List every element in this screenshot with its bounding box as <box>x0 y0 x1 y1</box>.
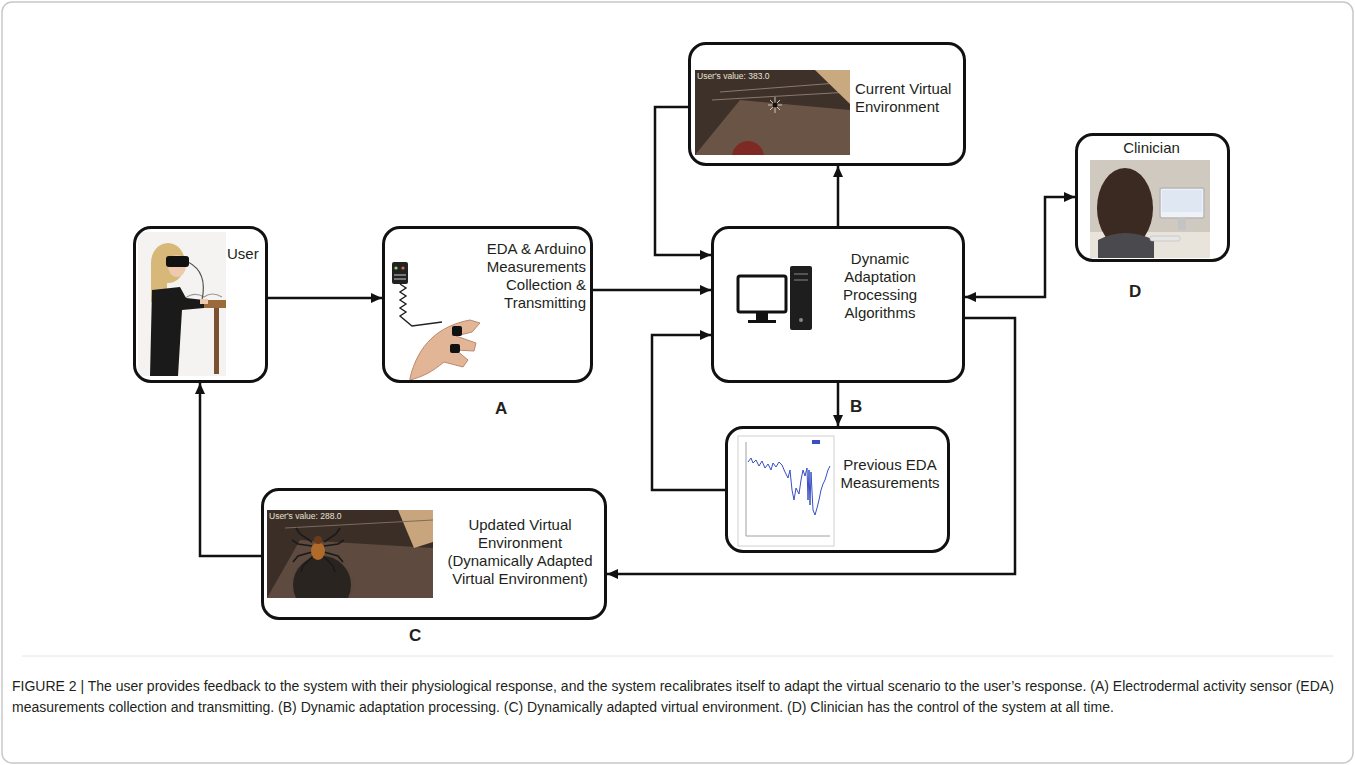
connector-arrow <box>837 166 840 226</box>
clinician-photo <box>1090 160 1210 258</box>
sensor-box: EDA & Arduino Measurements Collection & … <box>382 226 593 383</box>
node-label: User <box>227 245 261 263</box>
overlay-readout: User's value: 288.0 <box>269 511 342 521</box>
node-label: EDA & Arduino Measurements Collection & … <box>478 240 586 312</box>
history-box: Previous EDA Measurements <box>725 426 950 553</box>
environment-box: Current Virtual Environment <box>688 42 966 166</box>
vr-screenshot-updated <box>267 510 433 598</box>
connector-arrow <box>837 383 840 426</box>
clinician-box: Clinician <box>1075 133 1230 262</box>
connector-arrow <box>655 107 711 255</box>
processing-box: Dynamic Adaptation Processing Algorithms <box>711 226 965 383</box>
panel-letter: C <box>409 626 421 646</box>
figure-caption: FIGURE 2 | The user provides feedback to… <box>12 676 1342 718</box>
vr-screenshot-current <box>695 70 850 155</box>
user-photo <box>138 232 226 376</box>
node-label: Clinician <box>1080 139 1223 157</box>
connector-arrow <box>593 289 711 292</box>
node-label: Dynamic Adaptation Processing Algorithms <box>820 250 940 322</box>
panel-letter: A <box>495 399 507 419</box>
connector-arrow <box>607 318 1015 574</box>
panel-letter: B <box>850 397 862 417</box>
overlay-readout: User's value: 383.0 <box>697 71 770 81</box>
eda-history-chart <box>738 436 834 546</box>
environment-box: Updated Virtual Environment (Dynamically… <box>261 488 607 620</box>
connector-arrow <box>652 335 725 490</box>
connector-arrow <box>200 383 261 556</box>
node-label: Updated Virtual Environment (Dynamically… <box>440 516 600 588</box>
user-box: User <box>133 226 268 383</box>
node-label: Current Virtual Environment <box>855 80 959 116</box>
computer-icon <box>738 266 812 330</box>
eda-sensor-hand <box>392 262 480 380</box>
caption-rule <box>22 656 1333 657</box>
connector-arrow <box>965 197 1075 297</box>
node-label: Previous EDA Measurements <box>838 456 942 492</box>
panel-letter: D <box>1129 282 1141 302</box>
connector-arrow <box>268 297 382 300</box>
